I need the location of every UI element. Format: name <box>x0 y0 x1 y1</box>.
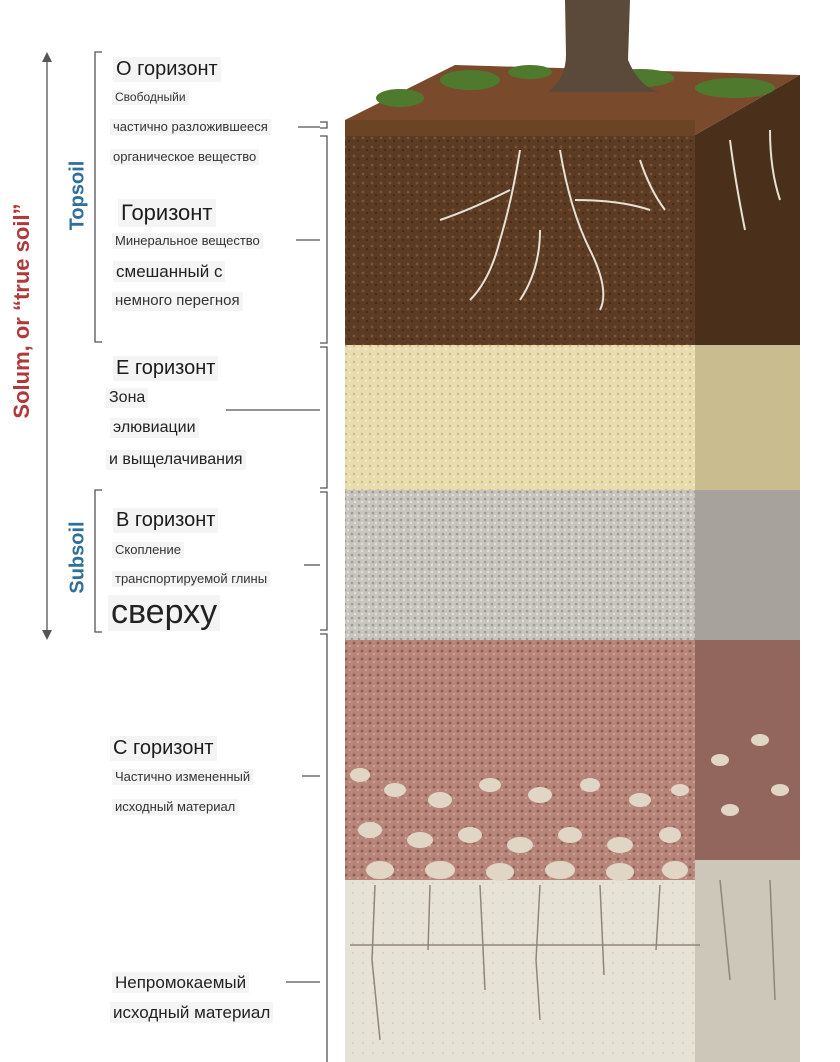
a-horizon-title: Горизонт <box>118 199 216 227</box>
e-horizon-title: E горизонт <box>113 356 219 381</box>
o-horizon-title: O горизонт <box>113 57 221 82</box>
a-layer <box>345 136 695 345</box>
o-horizon-line1: Свободныйи <box>112 90 189 105</box>
solum-label: Solum, or “true soil” <box>9 203 34 419</box>
soil-block-side-face <box>695 75 800 1062</box>
b-horizon-title: B горизонт <box>113 508 219 533</box>
b-horizon-line2: транспортируемой глины <box>112 571 271 588</box>
b-layer <box>345 490 695 640</box>
brackets <box>42 51 328 1062</box>
c-horizon-line2: исходный материал <box>112 799 239 816</box>
plant-roots <box>439 129 781 311</box>
tree-trunk <box>548 0 660 92</box>
c-horizon-line1: Частично измененный <box>112 769 254 786</box>
e-horizon-line2: элювиации <box>110 418 199 438</box>
r-horizon-line2: исходный материал <box>110 1002 274 1024</box>
bedrock-cracks <box>350 879 776 1041</box>
r-layer <box>345 880 695 1062</box>
o-horizon-line3: органическое вещество <box>110 149 260 166</box>
a-horizon-line3: немного перегноя <box>112 292 243 311</box>
o-layer <box>345 120 695 136</box>
e-horizon-line1: Зона <box>106 388 149 408</box>
c-layer-pebbles <box>350 734 789 881</box>
e-horizon-line3: и выщелачивания <box>106 450 246 470</box>
c-horizon-title: C горизонт <box>110 736 217 761</box>
e-layer <box>345 345 695 490</box>
b-horizon-line3: сверху <box>108 594 221 631</box>
a-horizon-line2: смешанный с <box>113 261 226 283</box>
o-horizon-line2: частично разложившееся <box>110 119 271 136</box>
a-horizon-line1: Минеральное вещество <box>112 233 263 250</box>
b-horizon-line1: Скопление <box>112 542 184 559</box>
subsoil-label: Subsoil <box>66 521 89 594</box>
r-horizon-line1: Непромокаемый <box>112 972 250 994</box>
topsoil-label: Topsoil <box>66 160 89 231</box>
